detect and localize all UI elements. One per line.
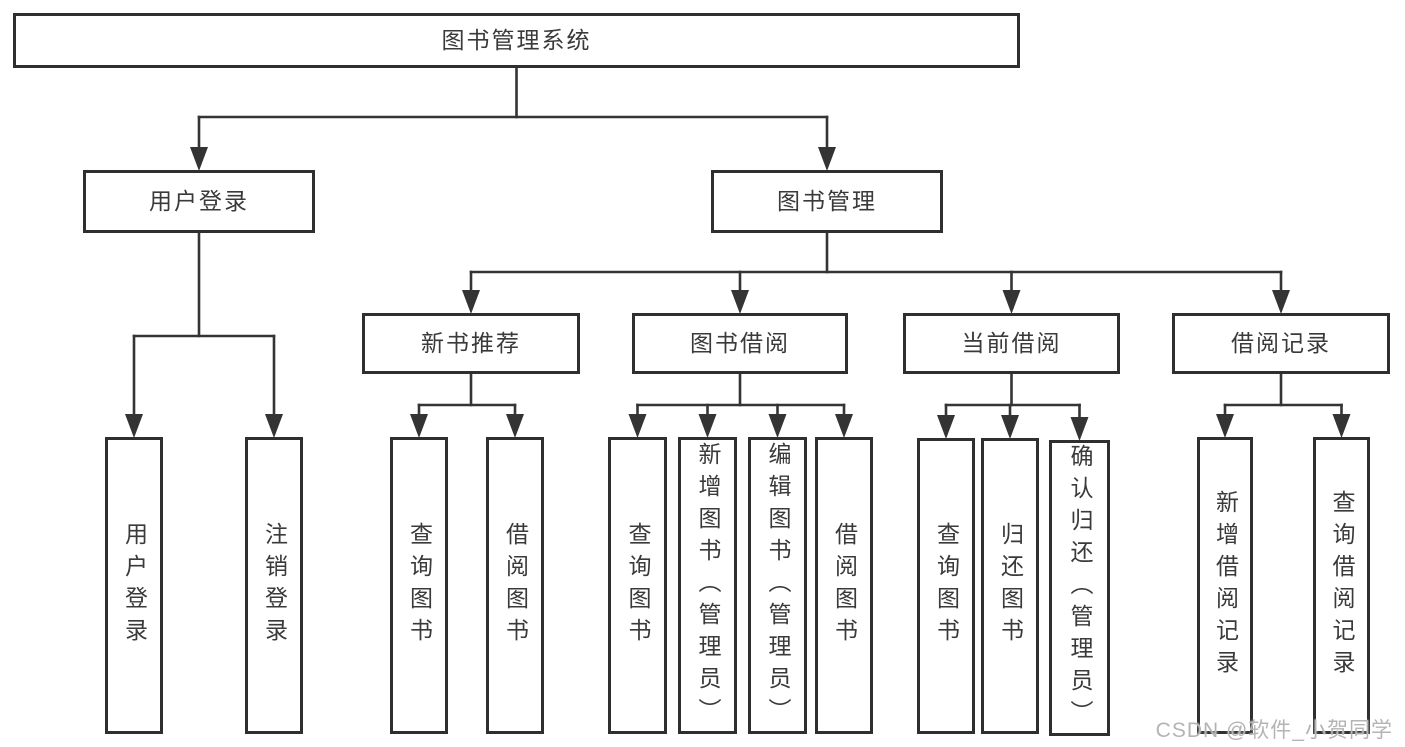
arrowhead-down-icon: [628, 414, 647, 438]
node-label: 编辑图书（管理员）: [765, 441, 791, 730]
watermark-text: CSDN @软件_小贺同学: [1155, 719, 1393, 742]
node-borrow-records: 借阅记录: [1172, 313, 1390, 374]
node-label: 注销登录: [261, 521, 288, 650]
node-label: 新增借阅记录: [1212, 489, 1239, 682]
node-nbr-query-book: 查询图书: [390, 437, 448, 734]
node-label: 当前借阅: [961, 330, 1062, 356]
arrowhead-down-icon: [1332, 414, 1351, 438]
node-cb-confirm-return: 确认归还（管理员）: [1049, 440, 1110, 736]
arrowhead-down-icon: [1272, 290, 1290, 314]
arrowhead-down-icon: [1070, 417, 1089, 441]
arrowhead-down-icon: [1002, 290, 1021, 314]
node-label: 用户登录: [121, 521, 148, 650]
arrowhead-down-icon: [462, 290, 480, 314]
node-label: 用户登录: [149, 188, 249, 214]
arrowhead-down-icon: [937, 415, 955, 439]
node-label: 借阅图书: [831, 521, 858, 650]
arrowhead-down-icon: [698, 414, 717, 438]
node-login: 用户登录: [105, 437, 163, 734]
node-label: 新书推荐: [421, 330, 521, 356]
arrowhead-down-icon: [818, 147, 836, 171]
node-cb-return-book: 归还图书: [981, 438, 1039, 734]
node-current-borrow: 当前借阅: [903, 313, 1120, 374]
arrowhead-down-icon: [190, 147, 208, 171]
node-bb-query-book: 查询图书: [608, 437, 667, 734]
arrowhead-down-icon: [1216, 414, 1234, 438]
node-label: 查询图书: [625, 521, 651, 650]
node-new-book-rec: 新书推荐: [362, 313, 580, 374]
node-nbr-borrow-book: 借阅图书: [486, 437, 544, 734]
node-book-borrow: 图书借阅: [632, 313, 848, 374]
arrowhead-down-icon: [835, 414, 853, 438]
arrowhead-down-icon: [1001, 415, 1019, 439]
arrowhead-down-icon: [410, 414, 428, 438]
arrowhead-down-icon: [506, 414, 524, 438]
node-label: 归还图书: [997, 522, 1024, 650]
node-label: 借阅记录: [1231, 330, 1331, 356]
arrowhead-down-icon: [125, 414, 143, 438]
node-label: 图书借阅: [690, 330, 790, 356]
node-label: 查询图书: [933, 522, 960, 650]
arrowhead-down-icon: [768, 414, 787, 438]
node-br-query-record: 查询借阅记录: [1313, 437, 1370, 734]
node-logout: 注销登录: [245, 437, 303, 734]
node-label: 查询图书: [406, 521, 433, 650]
node-label: 查询借阅记录: [1329, 489, 1355, 682]
node-label: 图书管理系统: [441, 27, 592, 53]
node-label: 确认归还（管理员）: [1067, 444, 1093, 732]
node-bb-borrow-book: 借阅图书: [815, 437, 873, 734]
node-bb-edit-book: 编辑图书（管理员）: [748, 437, 807, 734]
node-cb-query-book: 查询图书: [917, 438, 975, 734]
node-user-login: 用户登录: [83, 170, 315, 233]
node-bb-add-book: 新增图书（管理员）: [678, 437, 737, 734]
node-label: 新增图书（管理员）: [695, 441, 721, 730]
arrowhead-down-icon: [265, 414, 283, 438]
node-label: 借阅图书: [502, 521, 529, 650]
node-br-add-record: 新增借阅记录: [1197, 437, 1253, 734]
arrowhead-down-icon: [731, 290, 749, 314]
node-root: 图书管理系统: [13, 13, 1020, 68]
node-book-mgmt: 图书管理: [711, 170, 943, 233]
node-label: 图书管理: [777, 188, 877, 214]
